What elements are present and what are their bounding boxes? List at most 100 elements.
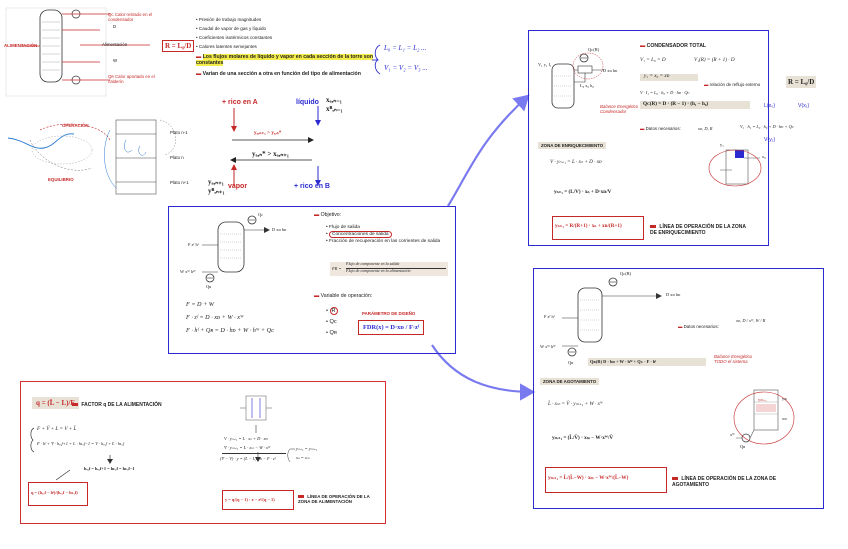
variable-title: ▬ Variable de operación:	[314, 293, 373, 299]
tl-plato-n: Plato n	[170, 155, 184, 160]
balance-eq: F = D + W	[186, 301, 214, 308]
enr-qc-eq: Qᴄ(R) = D · (R − 1) · (h₁ − h₀)	[643, 101, 709, 107]
stripping-frame	[533, 268, 824, 509]
agot-xw: xᵂ	[730, 432, 735, 437]
feed-sys2: F · hᶠ + V̄ · hᵥ,f+1 + L · hʟ,f−1 = V · …	[37, 441, 124, 446]
agot-op3: yₘ₊₁ = L̄/(L̄−W) · xₘ − W·xᵂ/(L̄−W)	[548, 475, 629, 481]
variable-list: • R • Qᴄ • Qʀ	[326, 306, 338, 339]
enr-eq3: y₁ = x₀ = xᴅ	[644, 73, 670, 79]
enr-reflux: R = L₀/D	[786, 76, 817, 89]
agot-f: F zᶠ hᶠ	[544, 314, 555, 319]
feed-q-def: q = (L̄ − L)/F	[32, 397, 79, 410]
fr-box	[330, 262, 448, 276]
objetivo-list: • Flujo de salida • Concentraciones de s…	[326, 224, 446, 246]
enr-condensador: ▬ CONDENSADOR TOTAL	[640, 43, 707, 49]
feed-frame	[20, 381, 386, 524]
plate-ya: yₐ,ₙ₊₁	[208, 178, 224, 186]
assumption-item: • Calores latentes semejantes	[196, 44, 257, 49]
variable-item-r: • R	[326, 307, 338, 315]
flow-formula-vapor: V₁ = V₂ = V₃ ...	[384, 64, 428, 72]
feed-factor: FACTOR q DE LA ALIMENTACIÓN	[72, 402, 161, 408]
fr-label: FR =	[332, 266, 342, 271]
enr-right-note: V₁ · h₁ = L₀ · h₀ + D · hᴅ + Qᴄ	[740, 124, 794, 129]
tl-operacion: OPERACIÓN	[62, 123, 89, 128]
feed-side2: xₙ = xₘ	[296, 455, 310, 460]
center-balances: F = D + W F · zᶠ = D · xᴅ + W · xᵂ F · h…	[186, 298, 274, 337]
center-d: D xᴅ hᴅ	[272, 227, 287, 232]
enr-linea: LÍNEA DE OPERACIÓN DE LA ZONA DE ENRIQUE…	[650, 224, 750, 236]
fr-bar	[346, 268, 446, 269]
tl-label-w: W	[113, 58, 118, 63]
fdr-box: FDR(x) = D·xᴅ / F·zᶠ	[358, 320, 425, 336]
fr-num: Flujo de componente en la salida	[346, 261, 400, 266]
enr-datos-val: xᴅ, D, R	[698, 126, 713, 131]
tl-equilibrio: EQUILIBRIO	[48, 177, 74, 182]
balance-eq: F · zᶠ = D · xᴅ + W · xᵂ	[186, 314, 244, 321]
variable-item-qc: • Qᴄ	[326, 319, 337, 325]
tl-plato-n+1: Plato n+1	[170, 180, 189, 185]
objetivo-item: • Concentraciones de salida	[326, 231, 446, 239]
enr-func-vy: V(y₁)	[764, 137, 776, 143]
agot-op1: L̄ · xₘ = V̄ · yₘ₊₁ + W · xᵂ	[548, 401, 603, 407]
center-qr: Qʀ	[206, 284, 212, 289]
agot-w: W xᵂ hᵂ	[540, 344, 556, 349]
enr-op3-box	[552, 216, 644, 240]
agot-qr-small: Qʀ	[740, 444, 746, 449]
tl-label-feed: Alimentación	[102, 42, 128, 47]
center-qc: Qᴄ	[258, 212, 264, 217]
plate-liquido: líquido	[296, 99, 319, 106]
enr-op1: V · yₙ₊₁ = L · xₙ + D · xᴅ	[550, 159, 602, 165]
enr-y1-small: y₁	[720, 142, 724, 147]
tl-label-d: D	[113, 24, 117, 29]
param-label: PARÁMETRO DE DISEÑO	[362, 311, 416, 316]
tl-reflux-box: R = L₀/D	[162, 40, 195, 53]
enr-op2: yₙ₊₁ = (L/V) · xₙ + D·xᴅ/V	[554, 189, 612, 195]
variable-item-qr: • Qʀ	[326, 330, 337, 336]
tl-plato-n-1: Plato n-1	[170, 130, 188, 135]
enr-qc-bg	[640, 101, 750, 109]
tl-side-label: ALIMENTACIÓN	[4, 43, 38, 48]
agot-qc: Qᴄ(R)	[620, 271, 632, 276]
agot-qr: Qʀ	[568, 360, 574, 365]
objetivo-item: • Fracción de recuperación en las corrie…	[326, 239, 441, 245]
enr-v1: V₁ y₁ I₁	[538, 62, 552, 67]
enr-d: D xᴅ hᴅ	[603, 68, 618, 73]
feed-linea: LÍNEA DE OPERACIÓN DE LA ZONA DE ALIMENT…	[298, 494, 380, 504]
objetivo-item: • Flujo de salida	[326, 225, 360, 230]
agot-d: D xᴅ hᴅ	[666, 292, 681, 297]
objetivo-title: ▬ Objetivo:	[314, 212, 342, 218]
feed-mid2: V̄ · yₘ₊₁ = L̄ · xₘ − W · xᵂ	[224, 445, 271, 450]
enr-qc: Qᴄ(R)	[588, 47, 600, 52]
agot-linea: LÍNEA DE OPERACIÓN DE LA ZONA DE AGOTAMI…	[672, 476, 782, 488]
feed-line-box	[222, 490, 294, 510]
enr-zona: ZONA DE ENRIQUECIMIENTO	[538, 142, 607, 150]
tl-label-qr: Qʀ Calor aportado en el calderín	[108, 74, 155, 85]
plate-rico-a: + rico en A	[222, 99, 258, 106]
balance-eq: F · hᶠ + Qʀ = D · hᴅ + W · hᵂ + Qᴄ	[186, 327, 274, 334]
enrichment-frame	[528, 30, 769, 246]
enr-balance: V · I₁ = L₀ · h₀ + D · hᴅ · Qᴄ	[640, 90, 690, 95]
enr-eq1: V₁ = L₀ = D	[640, 57, 666, 63]
agot-ym: yₘ	[782, 396, 787, 401]
agot-op2: yₘ₊₁ = (L̄/V̄) · xₘ − W·xᵂ/V̄	[552, 435, 614, 441]
agot-op3-box	[545, 467, 667, 493]
plate-y-eq: yₐ,ₙ* > xₐ,ₙ₊₁	[252, 150, 289, 158]
feed-line-q: y = q/(q − 1) · x − zᶠ/(q − 1)	[225, 497, 275, 502]
plate-y-gt: yₐ,ₙ₊₁ > yₐ,ₙ*	[254, 130, 282, 136]
feed-mid-bar	[222, 453, 286, 454]
assumptions-list: • Presión de trabajo magnitudes • Caudal…	[196, 15, 272, 51]
assumption-highlight: ▬ Los flujos molares de líquido y vapor …	[196, 54, 374, 66]
agot-balance-note: Balance Energético TODO el sistema	[714, 354, 753, 365]
enr-x0-small: x₀	[762, 154, 766, 159]
assumption-second: ▬ Varian de una sección a otra en funció…	[196, 71, 361, 77]
agot-qr-bg	[588, 358, 706, 366]
agot-datos: ▬ Datos necesarios:	[678, 324, 719, 329]
enr-balance-note: Balance Energético Condensador	[600, 104, 639, 115]
